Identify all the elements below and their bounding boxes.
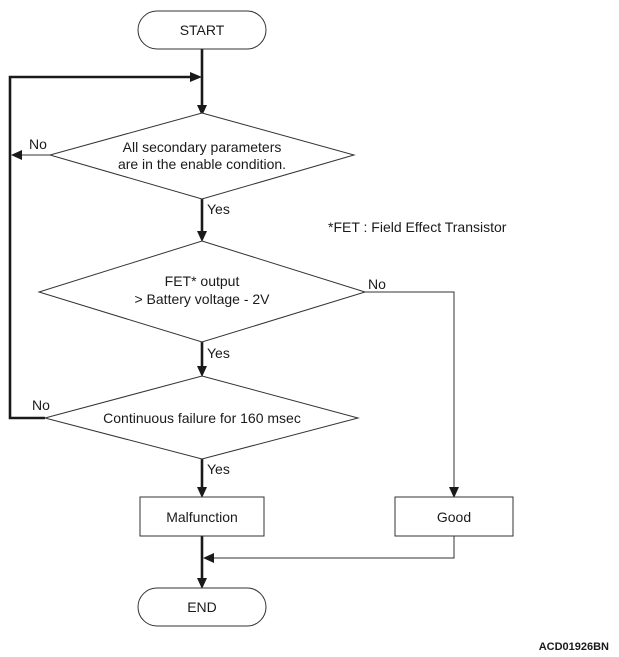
arrowhead-loop-merge [190,72,202,82]
arrowhead-into-d3 [197,366,207,377]
arrowhead-into-good [449,487,459,498]
arrowhead-into-end [197,578,207,589]
end-terminator [137,587,267,627]
decision2-line1: FET* output [165,273,240,289]
end-label: END [187,599,217,615]
d2-yes-label: Yes [207,345,230,361]
d3-yes-label: Yes [207,461,230,477]
decision1-line1: All secondary parameters [123,139,282,155]
decision-secondary-parameters [48,112,356,200]
malfunction-label: Malfunction [166,509,238,525]
fet-footnote: *FET : Field Effect Transistor [328,219,507,235]
good-box [394,496,514,537]
connector-good-to-end [212,536,455,559]
connector-loop-back [8,75,194,420]
decision2-line2: > Battery voltage - 2V [134,291,270,307]
arrowhead-into-d1 [197,105,207,116]
start-terminator [137,10,267,50]
decision3-label: Continuous failure for 160 msec [103,410,301,426]
connector-d2-no-to-good [365,291,455,489]
d3-no-label: No [32,397,50,413]
good-label: Good [437,509,471,525]
d1-yes-label: Yes [207,201,230,217]
decision-continuous-failure [43,375,360,460]
figure-code: ACD01926BN [539,641,609,653]
d1-no-label: No [29,136,47,152]
decision1-line2: are in the enable condition. [118,156,286,172]
arrowhead-good-merge [203,553,214,563]
start-label: START [180,22,225,38]
arrowhead-into-d2 [197,231,207,242]
arrowhead-d1-no [11,150,22,160]
malfunction-box [139,496,265,537]
arrowhead-into-malfunction [197,487,207,498]
decision-fet-output [37,240,367,343]
d2-no-label: No [368,276,386,292]
